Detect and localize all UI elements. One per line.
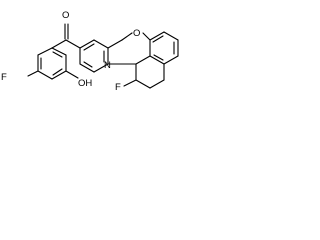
fluorine-left-label: F [1,72,7,83]
carbonyl-group [51,23,81,49]
pyran-oxygen-label: O [133,28,140,39]
pyridine-ring [79,39,109,73]
carbonyl-oxygen-label: O [62,10,69,21]
pyran-ring [107,32,151,65]
hydroxyl-label: OH [78,78,92,89]
benzene-ring-right [135,31,179,89]
c-oh-bond [65,70,79,79]
c-f-bond-left [27,70,39,77]
chemical-structure-diagram: O O N F OH F [1,10,179,93]
pyridine-nitrogen-label: N [104,60,111,71]
phenol-ring [37,47,67,80]
fluorine-right-label: F [115,82,121,93]
c-f-bond-right [123,79,137,87]
